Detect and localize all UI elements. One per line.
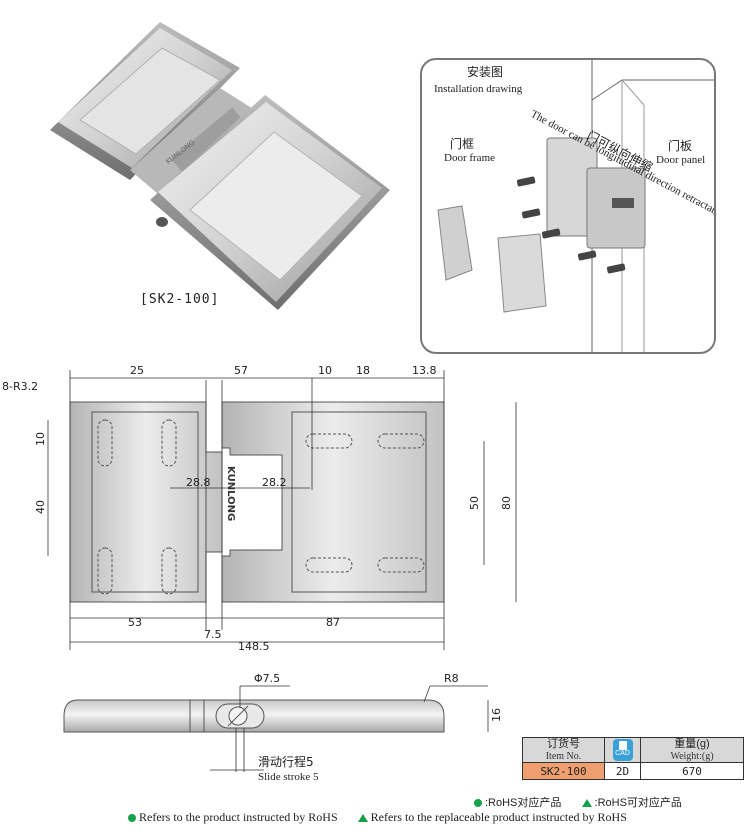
dim-13-8: 13.8: [412, 364, 437, 377]
installation-drawing-panel: 安装图 Installation drawing 门框 Door frame 门…: [420, 58, 716, 354]
dim-10-top: 10: [318, 364, 332, 377]
dim-phi: Φ7.5: [254, 672, 280, 685]
dim-25: 25: [130, 364, 144, 377]
dim-28-2: 28.2: [262, 476, 287, 489]
slide-stroke-en: Slide stroke 5: [258, 771, 319, 783]
item-no-value: SK2-100: [522, 762, 605, 780]
dim-57: 57: [234, 364, 248, 377]
header-cad: CAD: [604, 737, 641, 763]
dim-7-5: 7.5: [204, 628, 222, 641]
dim-53: 53: [128, 616, 142, 629]
slide-stroke-cn: 滑动行程5: [258, 754, 314, 769]
dim-28-8: 28.8: [186, 476, 211, 489]
dim-r8: R8: [444, 672, 459, 685]
legend-en: Refers to the product instructed by RoHS…: [128, 810, 627, 825]
dim-10-left: 10: [34, 432, 47, 446]
dim-87: 87: [326, 616, 340, 629]
dim-holes: 8-R3.2: [2, 380, 38, 393]
legend-cn: :RoHS对应产品 :RoHS可对应产品: [474, 794, 682, 810]
dim-148-5: 148.5: [238, 640, 270, 653]
cad-icon: CAD: [612, 739, 633, 761]
install-title-cn: 安装图: [467, 64, 503, 79]
door-frame-en: Door frame: [444, 152, 495, 164]
dim-40: 40: [34, 500, 47, 514]
header-item-no: 订货号 Item No.: [522, 737, 605, 763]
header-weight: 重量(g) Weight:(g): [640, 737, 744, 763]
cad-value: 2D: [604, 762, 641, 780]
dim-50: 50: [468, 496, 481, 510]
table-row: SK2-100 2D 670: [522, 762, 744, 780]
side-view-drawing: Φ7.5 R8 16 滑动行程5 Slide stroke 5: [63, 672, 503, 783]
weight-value: 670: [640, 762, 744, 780]
rohs-triangle-icon: [581, 799, 592, 808]
top-view-drawing: KUNLONG 8-R3.2 25 57 10 18 13.8 10 40 28…: [2, 364, 517, 653]
install-title-en: Installation drawing: [434, 83, 523, 95]
drawing-brand-mark: KUNLONG: [225, 466, 236, 521]
product-photo: KUNLONG: [50, 22, 390, 310]
model-label: [SK2-100]: [140, 292, 220, 307]
spec-table: 订货号 Item No. CAD 重量(g) Weight:(g) SK2-10…: [522, 737, 744, 780]
rohs-dot-icon: [474, 799, 482, 808]
installation-illustration: 安装图 Installation drawing 门框 Door frame 门…: [434, 60, 714, 352]
dim-16: 16: [490, 708, 503, 722]
door-panel-en: Door panel: [656, 154, 705, 166]
door-panel-cn: 门板: [668, 138, 692, 153]
dim-80: 80: [500, 496, 513, 510]
spec-table-header-row: 订货号 Item No. CAD 重量(g) Weight:(g): [522, 737, 744, 763]
door-frame-cn: 门框: [450, 136, 474, 151]
rohs-dot-icon: [128, 814, 136, 823]
rohs-triangle-icon: [357, 814, 368, 823]
dim-18: 18: [356, 364, 370, 377]
